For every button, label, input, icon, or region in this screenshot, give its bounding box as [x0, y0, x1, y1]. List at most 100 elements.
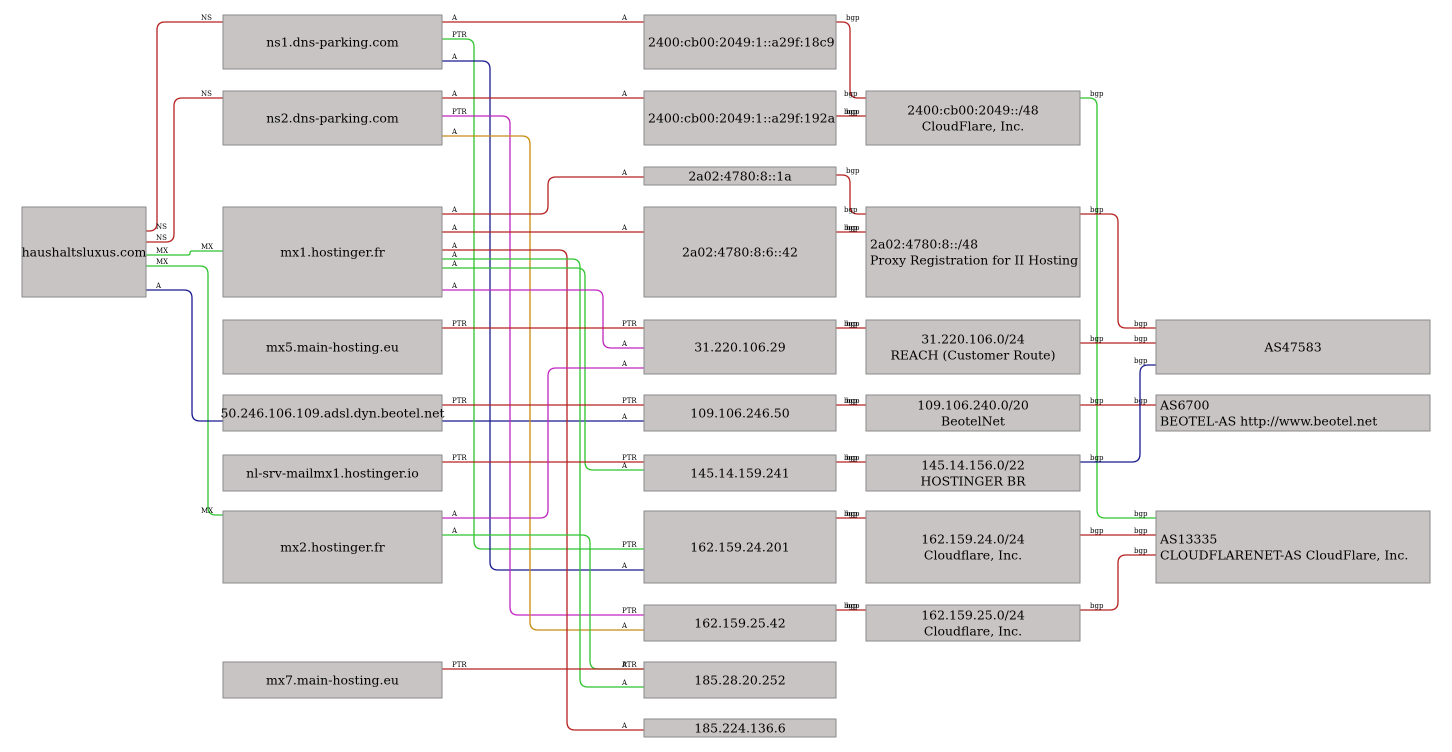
edge-label: PTR [622, 661, 637, 669]
edge-domain-mx1 [146, 250, 223, 256]
node-domain[interactable]: haushaltsluxus.com [21, 206, 147, 298]
edge-label: bgp [1134, 547, 1148, 555]
node-label: mx5.main-hosting.eu [266, 340, 399, 355]
node-ip_185a[interactable]: 185.28.20.252 [643, 661, 837, 699]
edge-label: PTR [622, 541, 637, 549]
node-box [643, 454, 837, 492]
node-ip_185b[interactable]: 185.224.136.6 [643, 718, 837, 738]
edge-label: bgp [844, 510, 858, 518]
node-beotel_host[interactable]: 50.246.106.109.adsl.dyn.beotel.net [220, 394, 445, 432]
edge-label: A [451, 224, 458, 232]
edge-label: PTR [452, 397, 467, 405]
edge-label: A [451, 510, 458, 518]
edge-mx2-ip_185a [442, 534, 644, 670]
node-mx7[interactable]: mx7.main-hosting.eu [222, 661, 443, 699]
edge-label: A [155, 282, 162, 290]
node-ip_31[interactable]: 31.220.106.29 [643, 319, 837, 375]
edge-label: A [451, 206, 458, 214]
edge-label: bgp [1134, 320, 1148, 328]
edge-label: bgp [1090, 206, 1104, 214]
node-label: Proxy Registration for II Hosting [870, 253, 1078, 268]
edge-label: bgp [846, 510, 860, 518]
edge-label: bgp [844, 224, 858, 232]
edge-label: bgp [846, 224, 860, 232]
edge-label: bgp [1090, 90, 1104, 98]
edge-ns2-ip_162b [442, 115, 644, 616]
node-box [643, 206, 837, 298]
node-box [222, 394, 443, 432]
edge-label: MX [201, 507, 213, 515]
node-label: haushaltsluxus.com [22, 245, 147, 260]
edge-label: PTR [622, 607, 637, 615]
edge-label: bgp [1134, 357, 1148, 365]
node-ns2[interactable]: ns2.dns-parking.com [222, 90, 443, 146]
node-label: 2400:cb00:2049::/48 [907, 103, 1039, 118]
edge-label: A [621, 413, 628, 421]
edge-label: bgp [844, 320, 858, 328]
node-label: BEOTEL-AS http://www.beotel.net [1160, 414, 1377, 429]
edge-label: PTR [622, 320, 637, 328]
node-ip_162a[interactable]: 162.159.24.201 [643, 510, 837, 584]
node-ip_cf2[interactable]: 2400:cb00:2049:1::a29f:192a [643, 90, 837, 146]
node-ip_109[interactable]: 109.106.246.50 [643, 394, 837, 432]
edge-label: bgp [1090, 602, 1104, 610]
edge-label: bgp [1090, 335, 1104, 343]
node-ip_cf1[interactable]: 2400:cb00:2049:1::a29f:18c9 [643, 14, 837, 70]
edge-label: A [451, 242, 458, 250]
node-nlsrv[interactable]: nl-srv-mailmx1.hostinger.io [222, 454, 443, 492]
node-label: 31.220.106.0/24 [921, 332, 1025, 347]
node-ip_h1[interactable]: 2a02:4780:8::1a [643, 166, 837, 186]
node-label: 162.159.25.42 [694, 616, 785, 631]
node-label: HOSTINGER BR [920, 474, 1026, 489]
edge-label: A [451, 527, 458, 535]
node-ip_h2[interactable]: 2a02:4780:8:6::42 [643, 206, 837, 298]
node-label: Cloudflare, Inc. [924, 624, 1022, 639]
node-box [865, 604, 1081, 642]
edge-ns1-ip_162a [442, 38, 644, 550]
node-box [865, 206, 1081, 298]
node-ns1[interactable]: ns1.dns-parking.com [222, 14, 443, 70]
node-as47583[interactable]: AS47583 [1155, 319, 1431, 375]
edge-label: A [621, 462, 628, 470]
node-label: 145.14.156.0/22 [921, 458, 1025, 473]
node-box [643, 661, 837, 699]
node-mx2[interactable]: mx2.hostinger.fr [222, 510, 443, 584]
node-mx5[interactable]: mx5.main-hosting.eu [222, 319, 443, 375]
node-box [21, 206, 147, 298]
edge-label: bgp [1090, 397, 1104, 405]
node-label: ns1.dns-parking.com [266, 35, 399, 50]
edge-label: bgp [1134, 510, 1148, 518]
edge-domain-ns2 [146, 97, 223, 243]
node-label: 145.14.159.241 [690, 466, 789, 481]
edge-label: PTR [452, 31, 467, 39]
node-box [643, 394, 837, 432]
node-label: BeotelNet [941, 414, 1005, 429]
edge-domain-ns1 [146, 21, 223, 232]
node-ip_162b[interactable]: 162.159.25.42 [643, 604, 837, 642]
edge-label: A [621, 360, 628, 368]
node-label: 109.106.240.0/20 [917, 398, 1029, 413]
edge-label: A [451, 251, 458, 259]
node-mx1[interactable]: mx1.hostinger.fr [222, 206, 443, 298]
edge-label: MX [156, 258, 168, 266]
edge-label: A [451, 90, 458, 98]
node-label: nl-srv-mailmx1.hostinger.io [246, 466, 419, 481]
node-ip_145[interactable]: 145.14.159.241 [643, 454, 837, 492]
edge-label: PTR [452, 108, 467, 116]
edge-label: A [451, 260, 458, 268]
edge-label: bgp [846, 602, 860, 610]
node-label: 109.106.246.50 [690, 406, 789, 421]
edge-label: A [621, 661, 628, 669]
edge-mx1-ip_185b [442, 249, 644, 731]
node-label: 2a02:4780:8::1a [688, 169, 792, 184]
node-label: CloudFlare, Inc. [922, 119, 1025, 134]
